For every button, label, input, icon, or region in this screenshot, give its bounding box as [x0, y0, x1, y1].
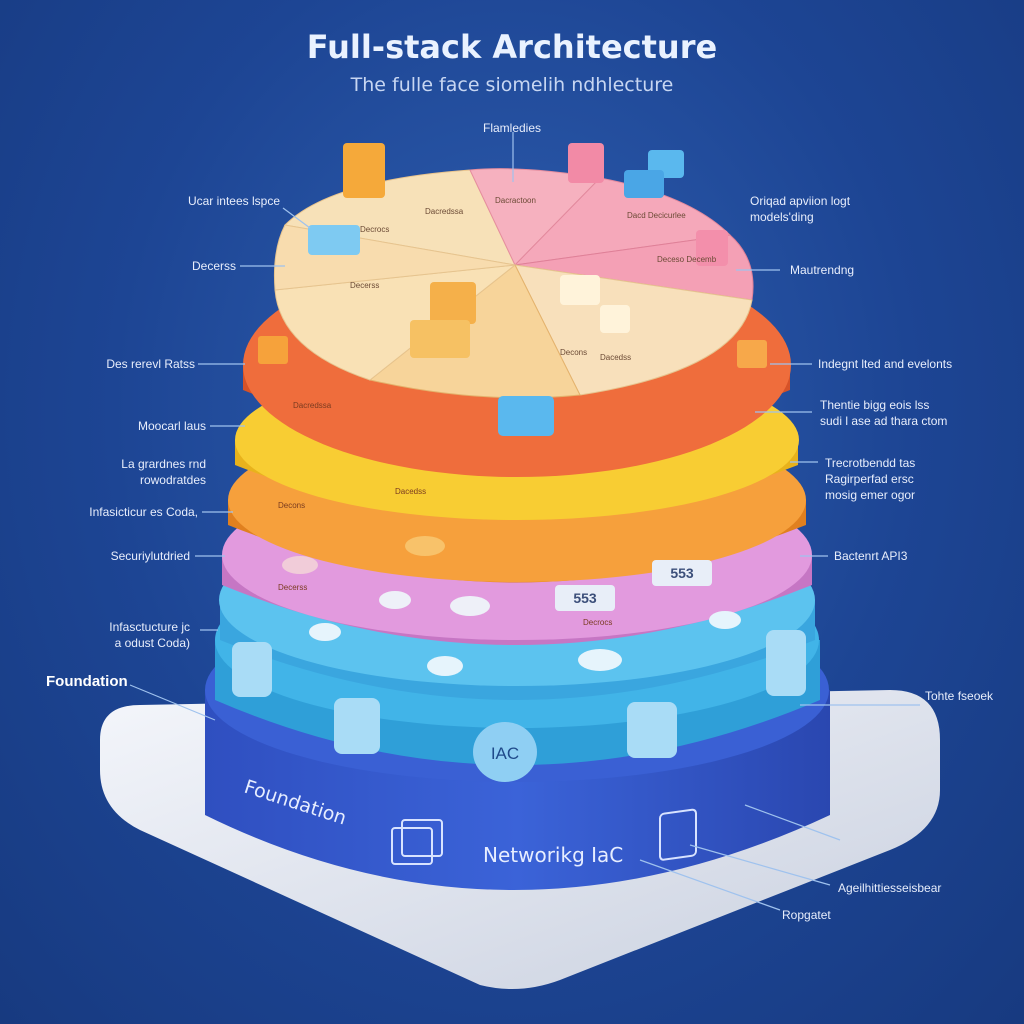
- pie-label-2: Dacractoon: [495, 196, 536, 205]
- label-right-7: Tohte fseoek: [925, 689, 994, 703]
- infra-disc-text: Decrocs: [583, 618, 612, 627]
- label-right-3: Indegnt lted and evelonts: [818, 357, 953, 371]
- pie-slice-4: [514, 234, 754, 301]
- block-blue-3: [308, 225, 360, 255]
- pie-slice-6: [368, 264, 581, 399]
- block-orange-3: [410, 320, 470, 358]
- block-orange-4: [258, 336, 288, 364]
- pie-label-7: Decerss: [350, 281, 379, 290]
- pie-label-6: Decons: [560, 348, 587, 357]
- num-badge-1: 553: [670, 565, 694, 581]
- block-blue-2: [624, 170, 664, 198]
- label-left-7: Securiylutdried: [110, 549, 190, 563]
- disc-7: [578, 649, 622, 671]
- disc-small-text: Dacredssa Dacedss Decons Decerss Decrocs: [278, 401, 612, 627]
- disc-3: [379, 591, 411, 609]
- block-cream-1: [560, 275, 600, 305]
- num-badge-box-2: [555, 585, 615, 611]
- backend-disc-text: Decerss: [278, 583, 307, 592]
- block-cream-2: [600, 305, 630, 333]
- icon-tile-1: [232, 642, 272, 697]
- label-right-2: Mautrendng: [790, 263, 855, 277]
- iac-badge-bg: [473, 722, 537, 782]
- gateway-icon: [659, 808, 697, 861]
- label-foundation: Foundation: [46, 673, 128, 690]
- pie-label-5: Dacedss: [600, 353, 631, 362]
- icon-tile-4: [766, 630, 806, 696]
- label-right-9: Ropgatet: [782, 908, 831, 922]
- page-title: Full-stack Architecture: [306, 28, 718, 66]
- disc-5: [309, 623, 341, 641]
- icon-tile-3: [627, 702, 677, 758]
- label-right-4: Thentie bigg eois lss sudi l ase ad thar…: [820, 398, 948, 428]
- disc-4: [450, 596, 490, 616]
- label-left-6: Infasicticur es Coda,: [89, 505, 198, 519]
- disc-8: [709, 611, 741, 629]
- pie-slice-3: [513, 177, 732, 266]
- num-badge-box-1: [652, 560, 712, 586]
- block-pink-2: [696, 230, 728, 266]
- block-pink-1: [568, 143, 604, 183]
- icon-tile-2: [334, 698, 380, 754]
- page-subtitle: The fulle face siomelih ndhlecture: [350, 74, 674, 96]
- pie-label-1: Dacredssa: [425, 207, 464, 216]
- label-left-2: Decerss: [191, 259, 236, 273]
- label-left-1: Ucar intees lspce: [187, 194, 280, 208]
- pie-labels: Dacredssa Dacractoon Dacd Decicurlee Dec…: [350, 196, 717, 362]
- network-icon-back: [401, 819, 443, 857]
- label-right-5: Trecrotbendd tas Ragirperfad ersc mosig …: [825, 456, 916, 502]
- pie-label-3: Dacd Decicurlee: [627, 211, 686, 220]
- label-left-8: Infasctucture jc a odust Coda): [109, 620, 190, 650]
- label-left-5: La grardnes rnd rowodratdes: [121, 457, 206, 487]
- block-blue-4: [498, 396, 554, 436]
- disc-1: [405, 536, 445, 556]
- label-right-1: Oriqad apviion logt models'ding: [750, 194, 851, 224]
- iac-badge: IAC: [491, 744, 519, 763]
- networking-iac-text: Networikg IaC: [483, 843, 623, 867]
- network-icon-front: [391, 827, 433, 865]
- label-right-6: Bactenrt API3: [834, 549, 908, 563]
- pie-label-4: Deceso Decemb: [657, 255, 717, 264]
- label-top: Flamledies: [483, 121, 542, 135]
- data-disc-text: Decons: [278, 501, 305, 510]
- block-orange-2: [430, 282, 476, 324]
- integration-disc-text: Dacedss: [395, 487, 426, 496]
- block-orange-5: [737, 340, 767, 368]
- label-left-3: Des rerevl Ratss: [106, 357, 195, 371]
- frontend-disc-text: Dacredssa: [293, 401, 332, 410]
- pie-label-8: Decrocs: [360, 225, 389, 234]
- num-badge-2: 553: [573, 590, 597, 606]
- label-left-4: Moocarl laus: [137, 419, 206, 433]
- label-right-8: Ageilhittiesseisbear: [838, 881, 942, 895]
- disc-6: [427, 656, 463, 676]
- leader-lines: [129, 132, 920, 911]
- disc-2: [282, 556, 318, 574]
- block-orange-1: [343, 143, 385, 198]
